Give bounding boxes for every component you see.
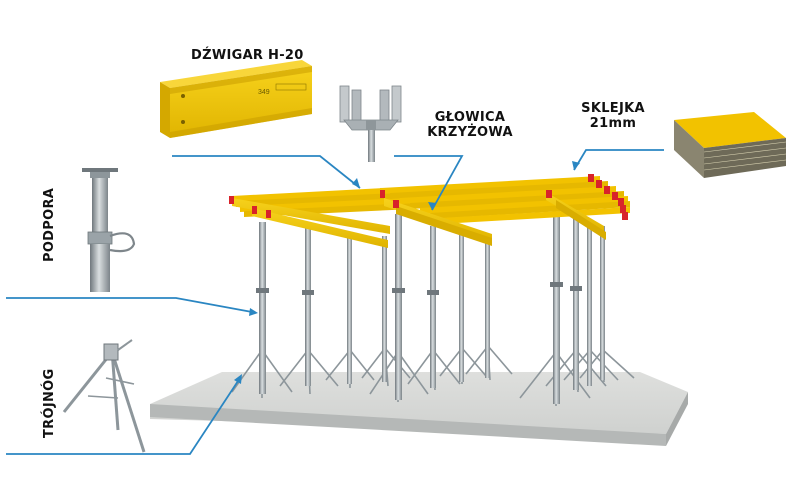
label-podpora: PODPORA bbox=[42, 187, 57, 262]
label-sklejka-line2: 21mm bbox=[589, 116, 637, 131]
label-glowica-line2: KRZYŻOWA bbox=[427, 125, 513, 140]
label-sklejka-line1: SKLEJKA bbox=[581, 101, 645, 116]
label-trojnog: TRÓJNÓG bbox=[42, 368, 57, 438]
props bbox=[256, 204, 605, 404]
beam-grid bbox=[229, 174, 630, 248]
concrete-slab bbox=[150, 372, 688, 446]
callout-arrowheads bbox=[234, 161, 580, 384]
callout-lines bbox=[6, 149, 664, 455]
plywood-sample bbox=[674, 112, 787, 178]
cross-head-sample bbox=[339, 85, 402, 162]
label-glowica-krzyzowa: GŁOWICA KRZYŻOWA bbox=[420, 110, 520, 140]
label-glowica-line1: GŁOWICA bbox=[434, 110, 506, 125]
label-dzwigar-h20: DŹWIGAR H-20 bbox=[191, 48, 304, 63]
prop-sample bbox=[82, 168, 136, 292]
h20-beam-sample: 349 bbox=[160, 60, 312, 138]
beam-marking: 349 bbox=[258, 89, 270, 96]
tripod-sample bbox=[62, 339, 146, 453]
label-sklejka-21mm: SKLEJKA 21mm bbox=[568, 101, 658, 131]
